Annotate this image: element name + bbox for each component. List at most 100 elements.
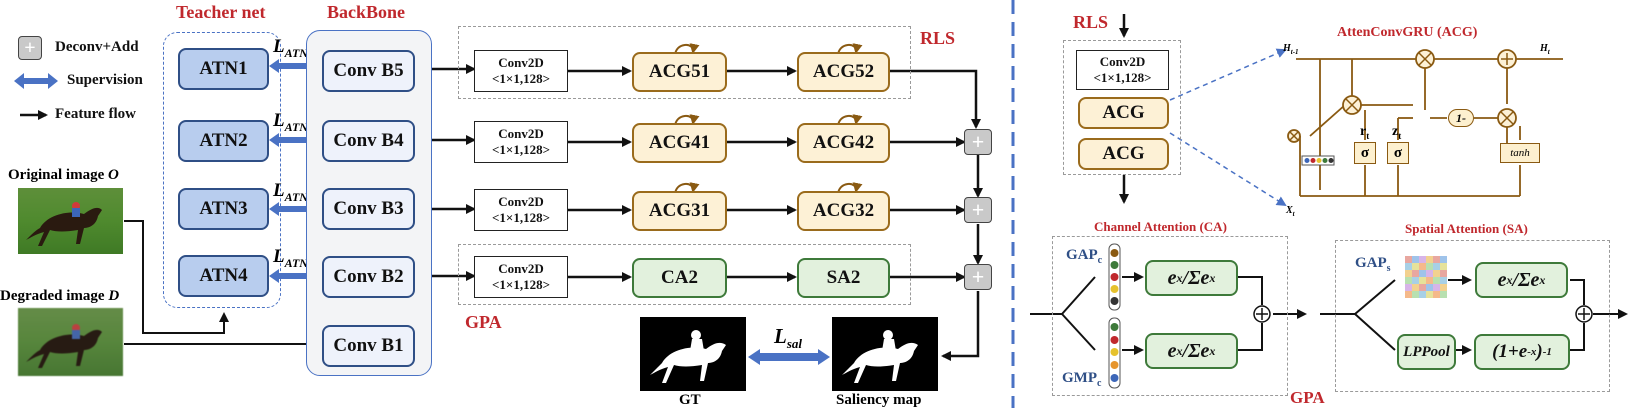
atn-supervision-arrows — [269, 59, 323, 283]
legend-feature-flow-label: Feature flow — [55, 106, 136, 122]
conv2d-row4: Conv2D<1×1,128> — [474, 121, 568, 163]
acg-operator-circles — [1287, 49, 1517, 143]
spatial-grid-cell — [1405, 256, 1412, 263]
acg-zt-label: zt — [1392, 124, 1402, 141]
conv-b4-block: Conv B4 — [322, 120, 415, 162]
sa-title: Spatial Attention (SA) — [1405, 221, 1528, 236]
spatial-grid-cell — [1426, 256, 1433, 263]
spatial-grid-cell — [1426, 270, 1433, 277]
acg-detail-title: AttenConvGRU (ACG) — [1337, 25, 1478, 40]
spatial-grid-cell — [1419, 256, 1426, 263]
sa-sigmoid: (1+e-x)-1 — [1474, 334, 1570, 370]
spatial-grid-cell — [1433, 284, 1440, 291]
spatial-grid-cell — [1433, 256, 1440, 263]
latn-label-3: LATN — [273, 180, 308, 204]
acg52-block: ACG52 — [797, 52, 890, 92]
spatial-grid-cell — [1426, 263, 1433, 270]
horse-silhouette-icon — [650, 330, 726, 383]
gap-channel-vector — [1108, 243, 1121, 311]
acg-h-t-label: Ht — [1540, 43, 1550, 56]
acg-sigma-r: σ — [1354, 142, 1376, 164]
ca-group — [1052, 236, 1288, 396]
spatial-grid-cell — [1405, 291, 1412, 298]
atn3-block: ATN3 — [178, 188, 269, 230]
ca2-block: CA2 — [632, 258, 727, 298]
gt-image — [640, 317, 746, 391]
rls-to-acg-zoom-lines — [1169, 48, 1287, 207]
spatial-grid-cell — [1419, 277, 1426, 284]
spatial-grid-cell — [1405, 263, 1412, 270]
sa-gap-label: GAPs — [1355, 255, 1391, 274]
acg41-block: ACG41 — [632, 123, 727, 163]
horse-icon — [26, 324, 102, 368]
gmp-channel-vector — [1108, 317, 1121, 389]
atn4-block: ATN4 — [178, 255, 269, 297]
spatial-grid-cell — [1405, 277, 1412, 284]
latn-label-4: LATN — [273, 246, 308, 270]
acg-internal-lines — [1296, 58, 1563, 197]
gpa-detail-tag: GPA — [1290, 388, 1325, 407]
ca-gap-label: GAPc — [1066, 247, 1103, 266]
legend-deconv-add-label: Deconv+Add — [55, 39, 139, 55]
sa2-block: SA2 — [797, 258, 890, 298]
spatial-grid-cell — [1440, 284, 1447, 291]
acg-tanh: tanh — [1500, 143, 1540, 163]
sa-sum-node — [1575, 305, 1593, 323]
horse-icon — [26, 202, 102, 246]
degraded-image — [18, 308, 123, 376]
spatial-grid-cell — [1440, 277, 1447, 284]
spatial-grid-cell — [1440, 256, 1447, 263]
rls-detail-acg-1: ACG — [1078, 97, 1169, 129]
spatial-grid-cell — [1426, 284, 1433, 291]
legend-deconv-add-icon: + — [18, 36, 42, 60]
acg-sigma-z: σ — [1387, 142, 1409, 164]
conv2d-row5: Conv2D<1×1,128> — [474, 50, 568, 92]
acg-operator-symbols — [1289, 52, 1514, 141]
acg-rt-label: rt — [1360, 124, 1370, 141]
row-flows — [415, 64, 983, 361]
spatial-grid-cell — [1440, 263, 1447, 270]
spatial-grid-cell — [1405, 270, 1412, 277]
saliency-map-image — [832, 317, 938, 391]
gt-label: GT — [679, 392, 701, 408]
teacher-net-group — [163, 32, 281, 308]
conv-b1-block: Conv B1 — [322, 325, 415, 367]
ca-sum-node — [1253, 305, 1271, 323]
spatial-grid-cell — [1419, 263, 1426, 270]
latn-label-1: LATN — [273, 36, 308, 60]
legend-supervision-arrow — [14, 73, 58, 89]
spatial-grid-cell — [1419, 291, 1426, 298]
latn-label-2: LATN — [273, 110, 308, 134]
rls-detail-title: RLS — [1073, 12, 1109, 32]
acg51-block: ACG51 — [632, 52, 727, 92]
atn2-block: ATN2 — [178, 120, 269, 162]
gpa-tag: GPA — [465, 312, 502, 332]
acg-h-prev-label: Ht-1 — [1283, 43, 1299, 56]
legend-supervision-label: Supervision — [67, 72, 143, 88]
acg-one-minus: 1- — [1448, 109, 1474, 127]
sa-lppool: LPPool — [1397, 334, 1456, 370]
spatial-grid-cell — [1419, 284, 1426, 291]
spatial-grid-cell — [1405, 284, 1412, 291]
original-image — [18, 188, 123, 254]
teacher-net-title: Teacher net — [176, 2, 266, 22]
spatial-grid-cell — [1426, 277, 1433, 284]
deconv-add-node-1: + — [964, 129, 992, 155]
saliency-map-label: Saliency map — [836, 392, 922, 408]
spatial-grid-cell — [1433, 263, 1440, 270]
spatial-grid-cell — [1419, 270, 1426, 277]
spatial-grid-cell — [1412, 291, 1419, 298]
atn1-block: ATN1 — [178, 48, 269, 90]
conv2d-row2: Conv2D<1×1,128> — [474, 256, 568, 298]
acg-memory-bar — [1301, 155, 1335, 166]
sa-group — [1335, 240, 1610, 392]
degraded-image-label: Degraded image D — [0, 288, 120, 304]
spatial-grid-cell — [1412, 284, 1419, 291]
deconv-add-node-3: + — [964, 264, 992, 290]
gpa-group — [458, 244, 911, 305]
spatial-grid-cell — [1412, 256, 1419, 263]
ca-title: Channel Attention (CA) — [1094, 219, 1227, 234]
